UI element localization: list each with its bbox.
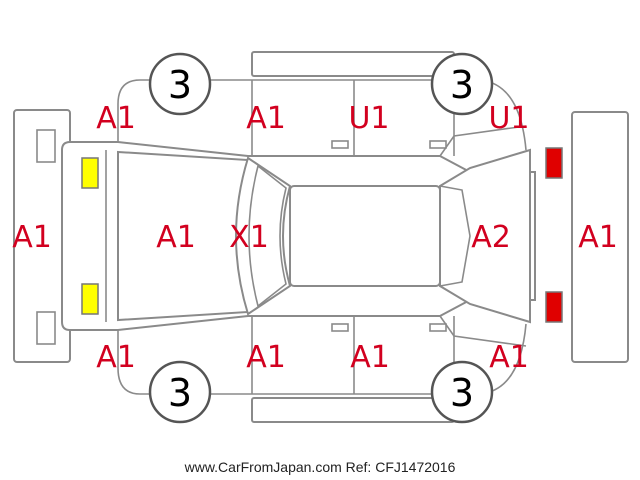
code-right-front-fender: A1: [96, 340, 136, 375]
wheel-front-right: 3: [148, 360, 212, 424]
code-rear-bumper: A1: [578, 220, 618, 255]
rear-lamp-top: [545, 147, 563, 179]
wheel-rear-left-rating: 3: [450, 63, 474, 107]
wheel-front-left-rating: 3: [168, 63, 192, 107]
code-rear-glass: A2: [471, 220, 511, 255]
wheel-front-right-rating: 3: [168, 371, 192, 415]
code-windshield: X1: [229, 220, 269, 255]
code-left-front-door: A1: [246, 101, 286, 136]
roof: [289, 185, 441, 287]
wheel-front-left: 3: [148, 52, 212, 116]
right-side-sill: [251, 397, 455, 423]
front-lamp-bottom: [81, 283, 99, 315]
code-left-rear-door: U1: [348, 101, 389, 136]
rear-pillar-bottom: [439, 315, 527, 347]
code-right-rear-door: A1: [350, 340, 390, 375]
watermark-text: www.CarFromJapan.com Ref: CFJ1472016: [184, 459, 456, 475]
wheel-rear-right: 3: [430, 360, 494, 424]
code-left-rear-quarter: U1: [488, 101, 529, 136]
wheel-rear-left: 3: [430, 52, 494, 116]
front-lamp-top: [81, 157, 99, 189]
code-front-bumper: A1: [12, 220, 52, 255]
code-right-rear-quarter: A1: [489, 340, 529, 375]
code-left-front-fender: A1: [96, 101, 136, 136]
code-right-front-door: A1: [246, 340, 286, 375]
rear-pillar-top: [439, 125, 527, 157]
code-hood: A1: [156, 220, 196, 255]
rear-bumper: [571, 111, 629, 363]
wheel-rear-right-rating: 3: [450, 371, 474, 415]
rear-lamp-bottom: [545, 291, 563, 323]
windshield: [235, 156, 292, 316]
left-side-sill: [251, 51, 455, 77]
